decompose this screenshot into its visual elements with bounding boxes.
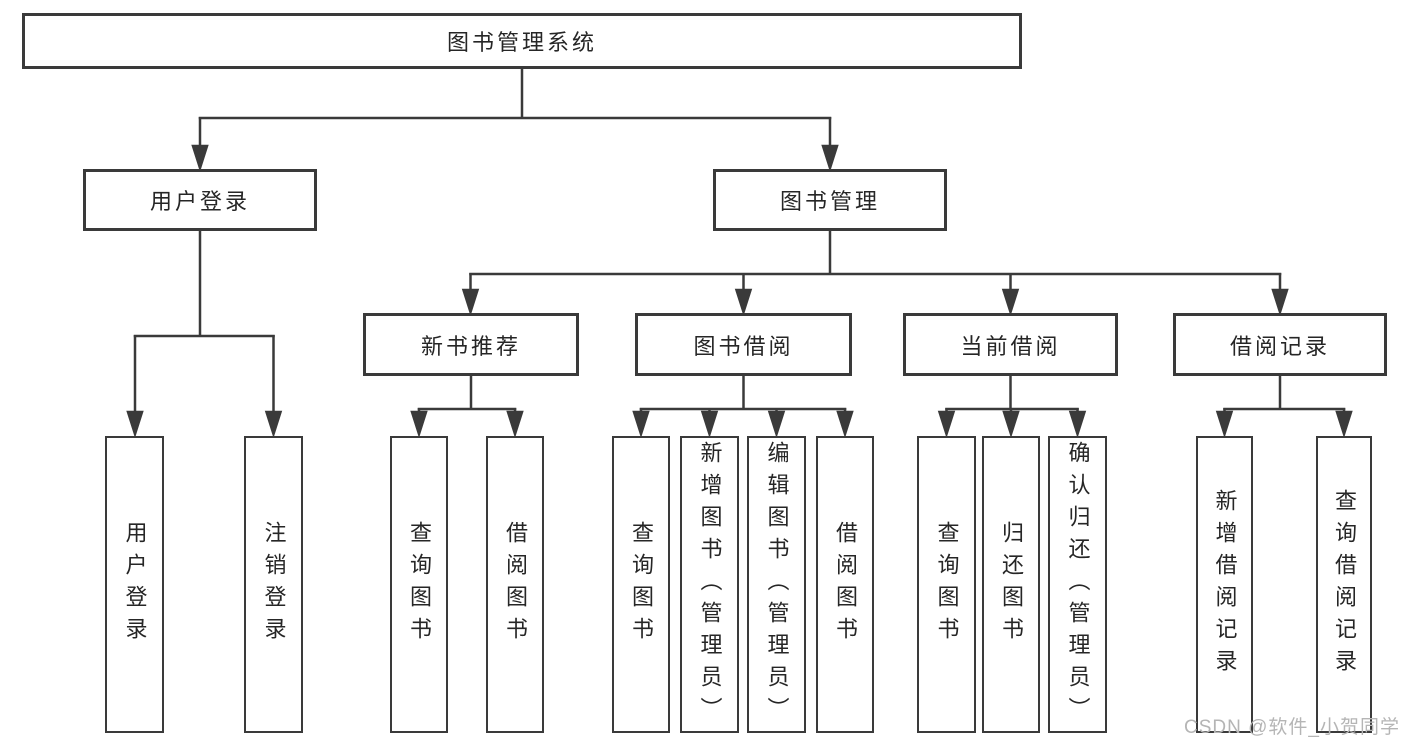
node-user-login-label: 用户登录 bbox=[149, 189, 250, 214]
leaf-borrow-borrow: 借阅图书 bbox=[816, 436, 874, 733]
leaf-newbooks-query-label: 查询图书 bbox=[407, 520, 432, 649]
node-book-borrow: 图书借阅 bbox=[635, 313, 852, 376]
node-borrow-records: 借阅记录 bbox=[1173, 313, 1387, 376]
node-root: 图书管理系统 bbox=[22, 13, 1022, 69]
node-new-books-label: 新书推荐 bbox=[420, 333, 521, 359]
leaf-borrow-edit: 编辑图书（管理员） bbox=[747, 436, 806, 733]
node-book-borrow-label: 图书借阅 bbox=[693, 333, 794, 359]
leaf-borrow-borrow-label: 借阅图书 bbox=[833, 520, 858, 649]
leaf-current-return: 归还图书 bbox=[982, 436, 1040, 733]
leaf-user-login-label: 用户登录 bbox=[122, 520, 148, 649]
node-new-books: 新书推荐 bbox=[363, 313, 579, 376]
leaf-current-query: 查询图书 bbox=[917, 436, 976, 733]
connector-current-borrow bbox=[937, 376, 1087, 439]
leaf-logout-label: 注销登录 bbox=[261, 520, 287, 649]
leaf-current-confirm-label: 确认归还（管理员） bbox=[1065, 440, 1091, 729]
leaf-borrow-query-label: 查询图书 bbox=[629, 520, 654, 649]
watermark: CSDN @软件_小贺同学 bbox=[1184, 717, 1400, 738]
connector-book-borrow bbox=[632, 376, 854, 439]
node-borrow-records-label: 借阅记录 bbox=[1229, 333, 1330, 359]
leaf-records-query: 查询借阅记录 bbox=[1316, 436, 1372, 733]
leaf-current-query-label: 查询图书 bbox=[934, 520, 960, 649]
leaf-newbooks-borrow-label: 借阅图书 bbox=[503, 520, 528, 649]
node-root-label: 图书管理系统 bbox=[446, 30, 597, 55]
leaf-user-login: 用户登录 bbox=[105, 436, 164, 733]
connector-borrow-records bbox=[1215, 376, 1353, 439]
node-current-borrow: 当前借阅 bbox=[903, 313, 1118, 376]
connector-new-books bbox=[410, 376, 524, 439]
node-book-mgmt: 图书管理 bbox=[713, 169, 947, 231]
leaf-newbooks-query: 查询图书 bbox=[390, 436, 448, 733]
leaf-logout: 注销登录 bbox=[244, 436, 303, 733]
connector-book-mgmt bbox=[461, 231, 1289, 317]
connector-user-login bbox=[126, 231, 283, 439]
leaf-borrow-add-label: 新增图书（管理员） bbox=[697, 440, 723, 729]
leaf-borrow-add: 新增图书（管理员） bbox=[680, 436, 739, 733]
leaf-borrow-edit-label: 编辑图书（管理员） bbox=[764, 440, 790, 729]
node-user-login: 用户登录 bbox=[83, 169, 317, 231]
node-book-mgmt-label: 图书管理 bbox=[779, 189, 880, 214]
leaf-current-return-label: 归还图书 bbox=[999, 520, 1024, 649]
leaf-current-confirm: 确认归还（管理员） bbox=[1048, 436, 1107, 733]
leaf-newbooks-borrow: 借阅图书 bbox=[486, 436, 544, 733]
leaf-records-query-label: 查询借阅记录 bbox=[1332, 488, 1357, 681]
node-current-borrow-label: 当前借阅 bbox=[960, 333, 1061, 359]
leaf-records-add: 新增借阅记录 bbox=[1196, 436, 1253, 733]
leaf-borrow-query: 查询图书 bbox=[612, 436, 670, 733]
leaf-records-add-label: 新增借阅记录 bbox=[1212, 488, 1238, 681]
connector-root bbox=[191, 69, 839, 173]
